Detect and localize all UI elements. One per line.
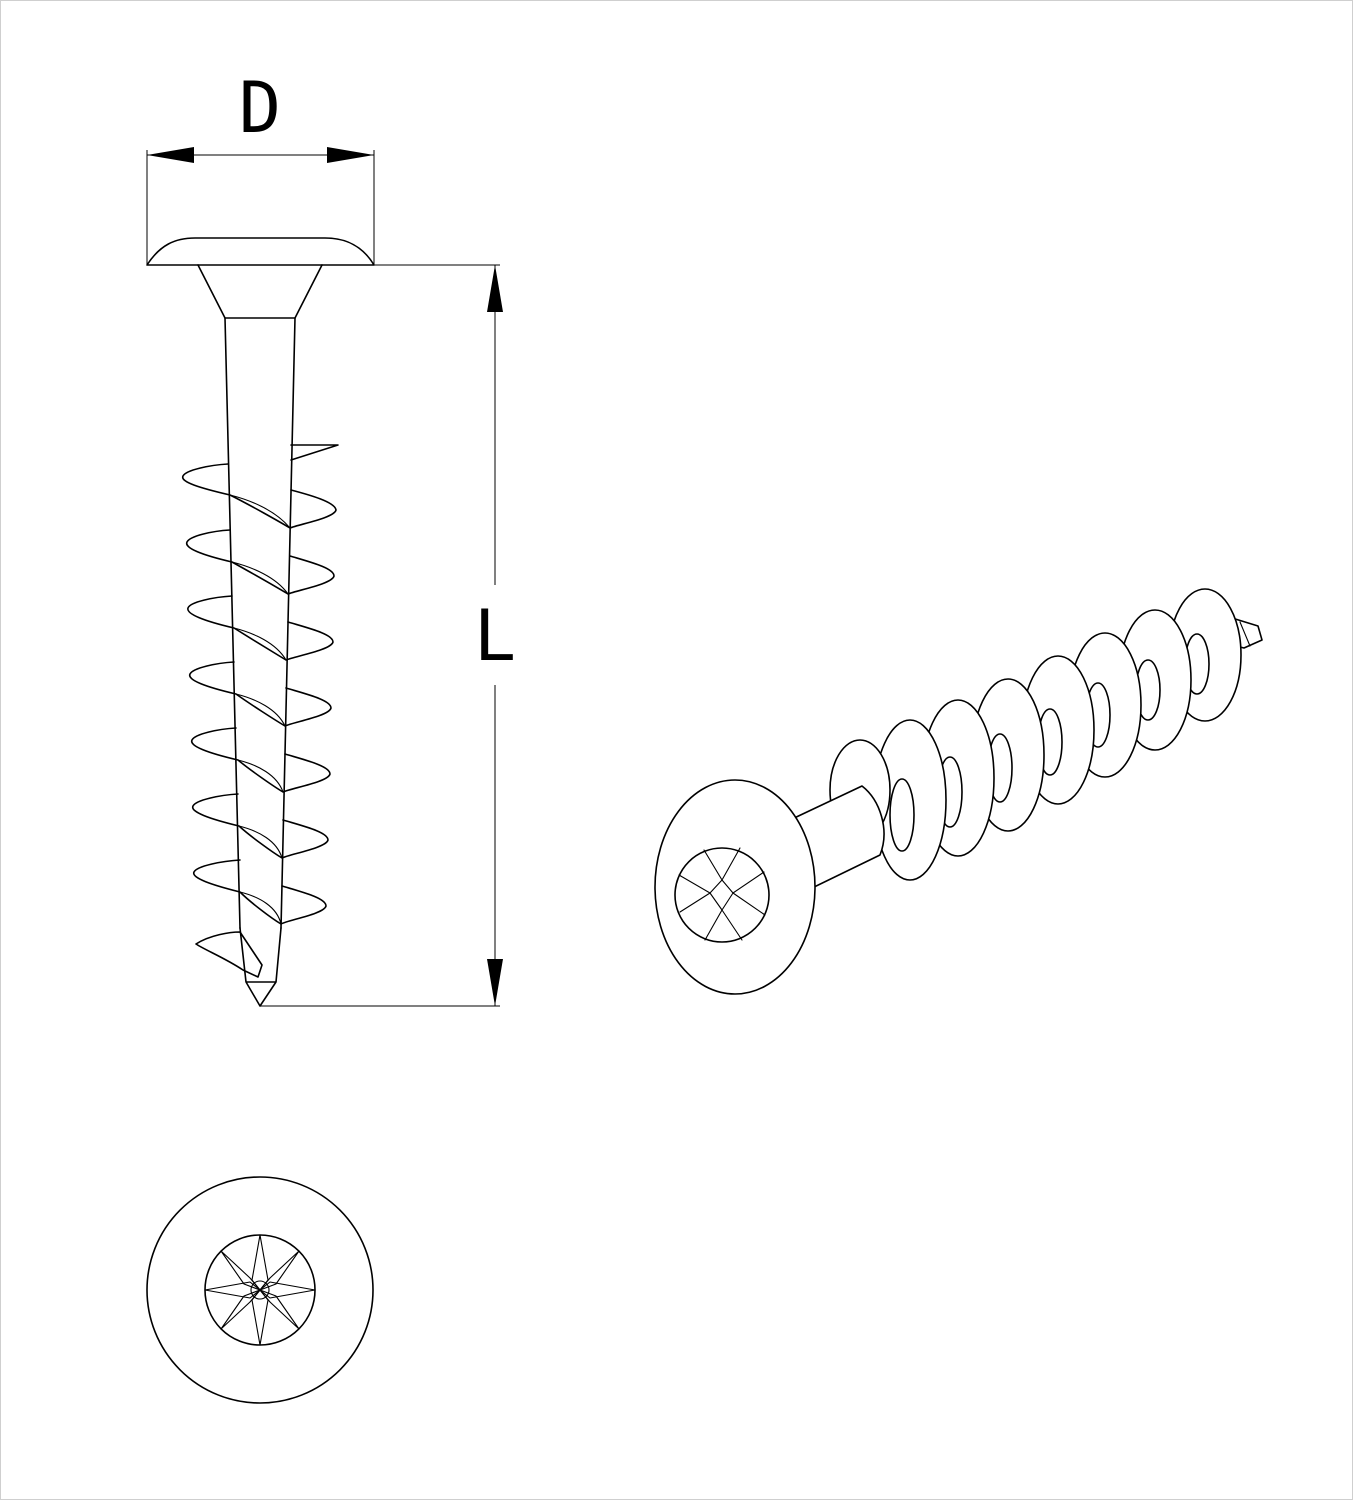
screw-head (146, 237, 375, 266)
isometric-view (654, 588, 1263, 995)
screw-neck (197, 264, 323, 319)
iso-threads (829, 588, 1242, 881)
top-head (146, 1176, 374, 1404)
top-view (146, 1176, 374, 1404)
dimension-l: L (260, 264, 516, 1007)
iso-recess (674, 847, 770, 943)
dimension-d-label: D (239, 67, 281, 149)
side-view (146, 237, 375, 1007)
screw-shank (224, 317, 296, 929)
iso-head (654, 779, 816, 995)
iso-recess-cross (678, 847, 766, 941)
dimension-d: D (146, 67, 375, 265)
screw-threads (182, 444, 339, 978)
dimension-l-label: L (474, 595, 516, 677)
top-recess-star (204, 1234, 316, 1346)
top-center (250, 1280, 270, 1300)
